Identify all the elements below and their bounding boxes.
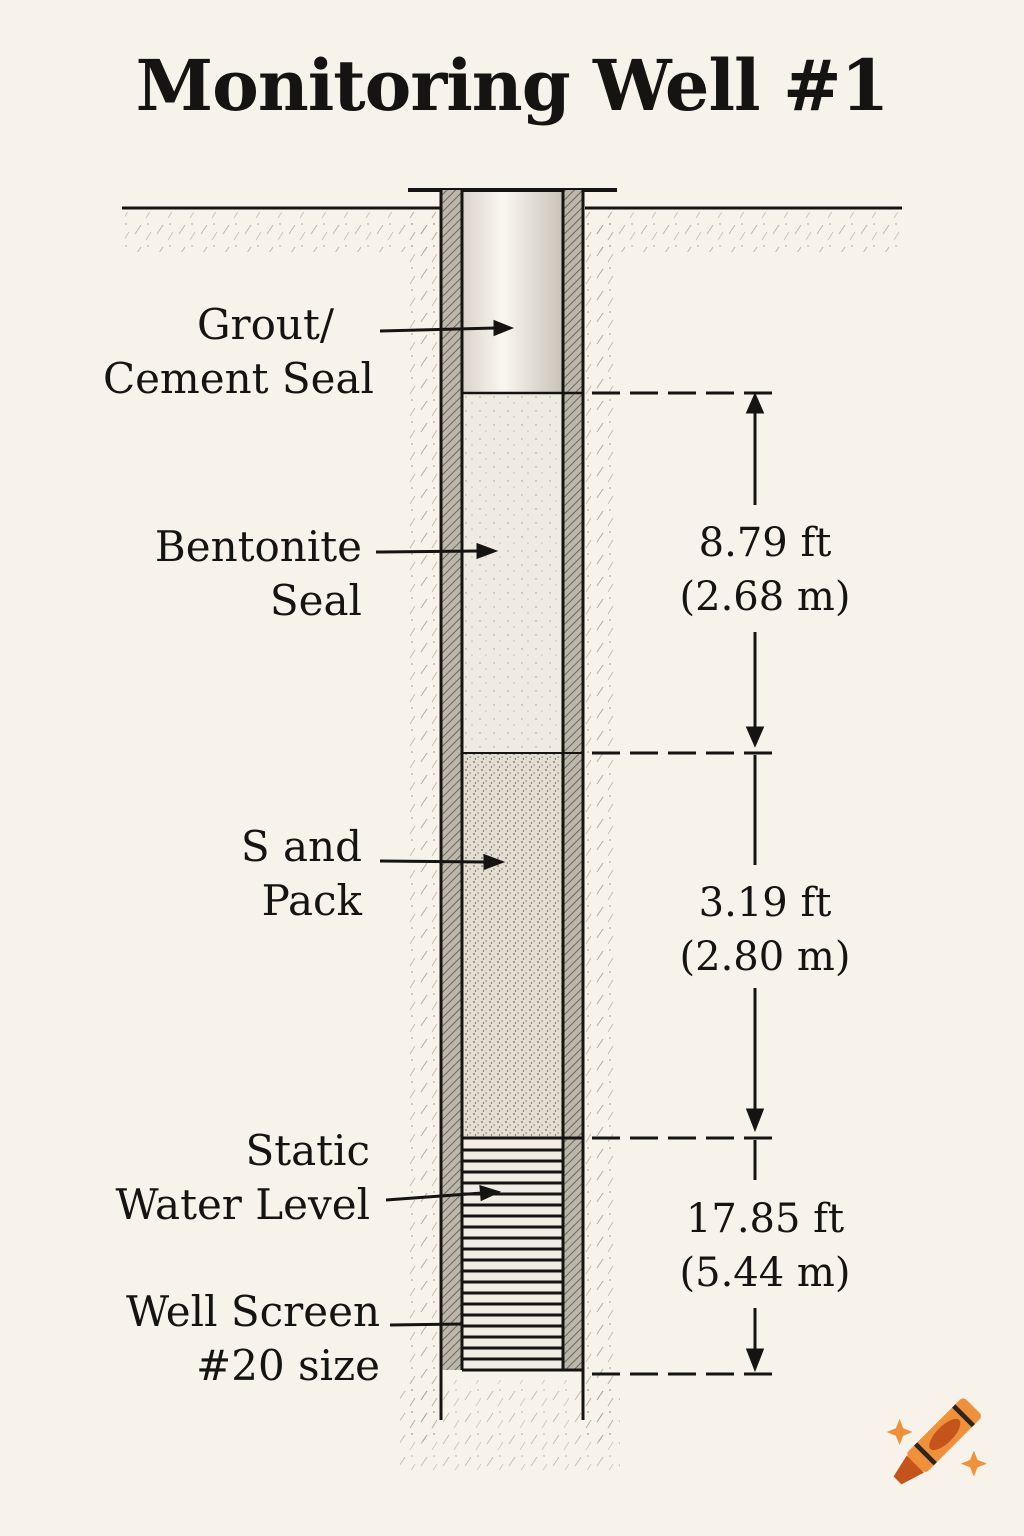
crayon-icon [886,1398,987,1485]
diagram-title: Monitoring Well #1 [135,44,890,127]
label-static-water-level: Static Water Level [115,1126,370,1229]
dimension-sand-pack: 3.19 ft (2.80 m) [679,880,851,980]
label-bentonite-seal: Bentonite Seal [154,522,362,625]
label-sand-pack: S and Pack [240,822,362,925]
label-well-screen: Well Screen #20 size [126,1287,380,1390]
dimension-screen: 17.85 ft (5.44 m) [679,1196,851,1296]
dimension-bentonite: 8.79 ft (2.68 m) [679,520,851,620]
label-grout-cement-seal: Grout/ Cement Seal [102,300,374,403]
